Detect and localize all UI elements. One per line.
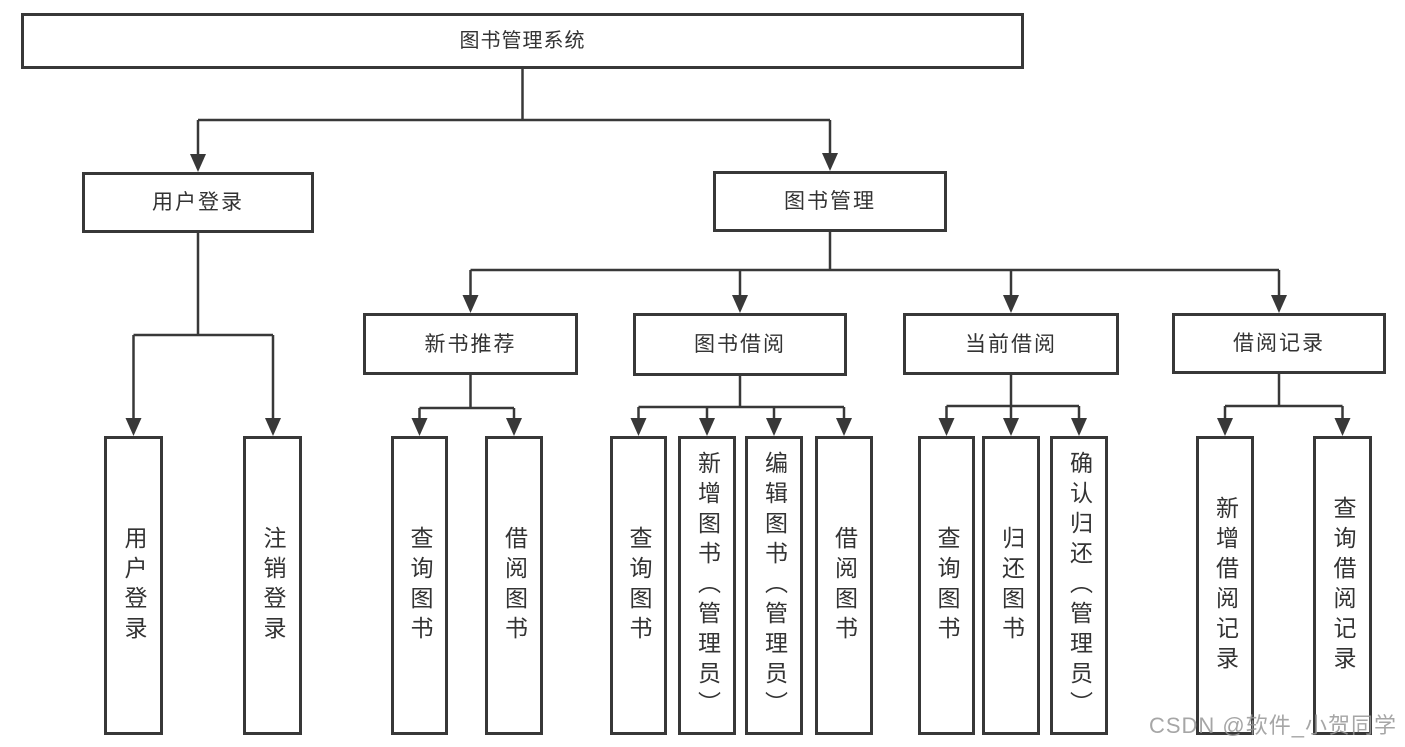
- leaf-cb-confirm-return-admin: 确认归还（管理员）: [1050, 436, 1108, 735]
- node-borrowing-records-label: 借阅记录: [1233, 332, 1325, 355]
- leaf-br-add-record-label: 新增借阅记录: [1212, 495, 1239, 676]
- leaf-bb-add-books-admin-label: 新增图书（管理员）: [694, 450, 721, 721]
- node-current-borrowing-label: 当前借阅: [965, 332, 1057, 356]
- leaf-rec-borrow-books-label: 借阅图书: [501, 525, 528, 646]
- leaf-bb-query-books-label: 查询图书: [626, 525, 652, 646]
- node-new-book-recommendation-label: 新书推荐: [424, 332, 517, 356]
- node-book-management-label: 图书管理: [784, 190, 876, 213]
- node-borrowing-records: 借阅记录: [1172, 313, 1386, 374]
- leaf-cb-query-books: 查询图书: [918, 436, 975, 735]
- leaf-bb-edit-books-admin-label: 编辑图书（管理员）: [761, 450, 788, 721]
- node-book-borrowing-label: 图书借阅: [694, 333, 786, 356]
- arrowhead-icons: [125, 153, 1351, 436]
- leaf-user-login: 用户登录: [104, 436, 163, 735]
- leaf-bb-edit-books-admin: 编辑图书（管理员）: [745, 436, 803, 735]
- node-new-book-recommendation: 新书推荐: [363, 313, 578, 375]
- leaf-br-query-record: 查询借阅记录: [1313, 436, 1372, 735]
- leaf-bb-borrow-books-label: 借阅图书: [831, 525, 858, 646]
- leaf-bb-add-books-admin: 新增图书（管理员）: [678, 436, 736, 735]
- leaf-bb-borrow-books: 借阅图书: [815, 436, 873, 735]
- leaf-logout: 注销登录: [243, 436, 302, 735]
- leaf-logout-label: 注销登录: [260, 525, 286, 646]
- leaf-cb-return-books-label: 归还图书: [998, 525, 1025, 646]
- leaf-br-add-record: 新增借阅记录: [1196, 436, 1254, 735]
- leaf-rec-borrow-books: 借阅图书: [485, 436, 543, 735]
- node-user-login: 用户登录: [82, 172, 314, 233]
- leaf-br-query-record-label: 查询借阅记录: [1330, 495, 1356, 676]
- node-book-borrowing: 图书借阅: [633, 313, 847, 376]
- node-library-management-system: 图书管理系统: [21, 13, 1024, 69]
- leaf-cb-query-books-label: 查询图书: [934, 525, 960, 646]
- node-user-login-label: 用户登录: [152, 191, 244, 214]
- leaf-user-login-label: 用户登录: [121, 525, 147, 646]
- leaf-bb-query-books: 查询图书: [610, 436, 667, 735]
- leaf-rec-query-books-label: 查询图书: [407, 525, 433, 646]
- leaf-cb-return-books: 归还图书: [982, 436, 1040, 735]
- node-library-management-system-label: 图书管理系统: [459, 30, 586, 52]
- leaf-cb-confirm-return-admin-label: 确认归还（管理员）: [1066, 450, 1093, 721]
- node-current-borrowing: 当前借阅: [903, 313, 1119, 375]
- leaf-rec-query-books: 查询图书: [391, 436, 448, 735]
- node-book-management: 图书管理: [713, 171, 947, 232]
